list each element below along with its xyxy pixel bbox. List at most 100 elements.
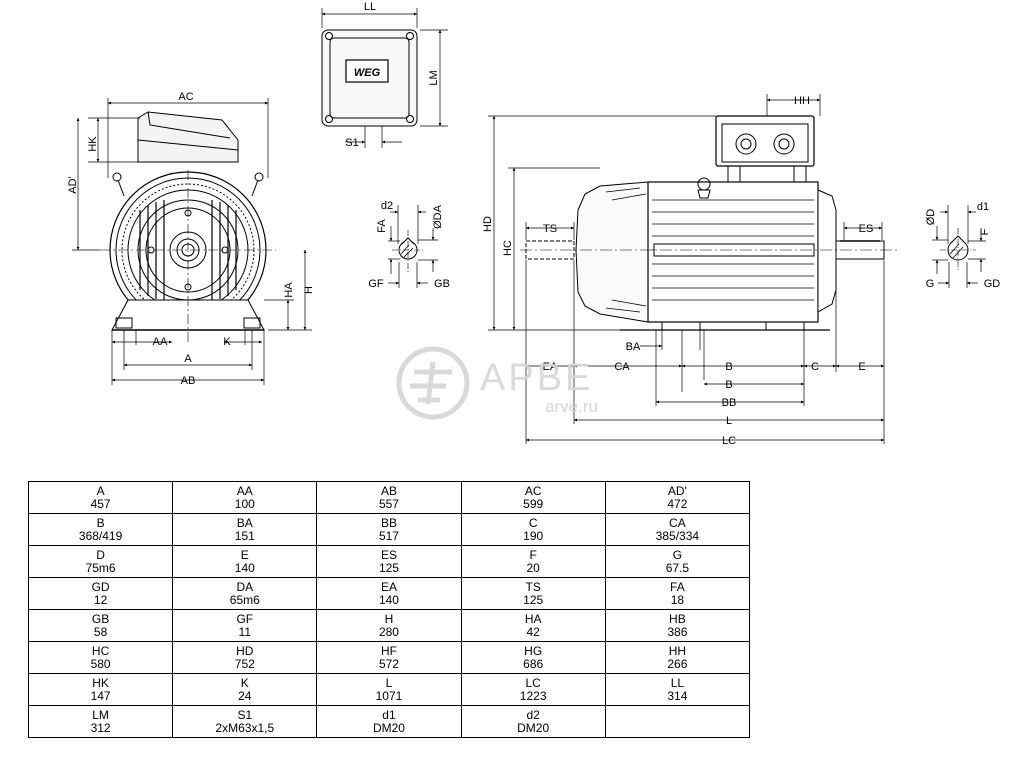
dimension-value: 312 [90, 720, 111, 735]
dimension-value: 67.5 [665, 560, 690, 575]
watermark-text: АРВЕ [480, 357, 593, 399]
dimension-label: LL [670, 675, 685, 690]
svg-text:BA: BA [626, 341, 641, 353]
shaft-detail-da-labels: d2 FA ØDA GF GB [368, 200, 450, 290]
front-view-dimensions [72, 98, 312, 385]
terminal-box-labels: LL LM S1 [345, 1, 440, 149]
weg-logo-text: WEG [354, 67, 381, 79]
dimension-value: 557 [378, 496, 399, 511]
dimension-value: 457 [90, 496, 111, 511]
svg-text:LC: LC [722, 435, 736, 447]
svg-text:CA: CA [614, 361, 630, 373]
svg-text:E: E [858, 361, 865, 373]
dimension-value: 125 [523, 592, 544, 607]
dimension-label: E [240, 547, 249, 562]
svg-text:EA: EA [543, 361, 558, 373]
dimension-value: 385/334 [655, 528, 700, 543]
dimension-label: G [672, 547, 683, 562]
dimension-value: 368/419 [78, 528, 123, 543]
dimension-label: S1 [237, 707, 253, 722]
dimension-value: 20 [526, 560, 540, 575]
svg-text:HK: HK [87, 136, 99, 152]
dimension-value: 125 [378, 560, 399, 575]
dimension-label: BB [380, 515, 397, 530]
svg-text:HA: HA [283, 282, 295, 298]
svg-text:ES: ES [859, 223, 874, 235]
svg-text:L: L [726, 415, 732, 427]
dimension-label: d1 [382, 707, 396, 722]
dimension-label: L [385, 675, 393, 690]
dimension-label: AC [524, 483, 542, 498]
svg-text:ØD: ØD [925, 209, 937, 226]
svg-text:B: B [725, 361, 732, 373]
front-view [100, 111, 276, 345]
dimension-value: 686 [523, 656, 544, 671]
dimension-value: 24 [238, 688, 252, 703]
dimension-label: FA [670, 579, 685, 594]
dimension-label: AD' [667, 483, 687, 498]
svg-text:HD: HD [482, 216, 494, 232]
dimension-label: HG [524, 643, 543, 658]
dimension-label: HD [236, 643, 254, 658]
svg-text:LM: LM [428, 70, 440, 85]
svg-text:GF: GF [368, 278, 384, 290]
dimension-value: 752 [234, 656, 255, 671]
svg-text:AD': AD' [67, 176, 79, 193]
dimension-label: d2 [526, 707, 540, 722]
dimension-label: DA [236, 579, 254, 594]
dimension-value: 280 [378, 624, 399, 639]
svg-text:C: C [811, 361, 819, 373]
dimension-value: 386 [667, 624, 688, 639]
svg-text:d1: d1 [977, 201, 989, 213]
dimension-value: 1071 [375, 688, 403, 703]
table-cell: AD'472 [604, 481, 751, 514]
svg-text:HH: HH [794, 95, 810, 107]
svg-text:TS: TS [543, 223, 557, 235]
dimension-label: HB [669, 611, 686, 626]
svg-text:AA: AA [153, 336, 168, 348]
svg-text:GD: GD [984, 278, 1001, 290]
dimension-label: GD [91, 579, 110, 594]
svg-text:BB: BB [722, 397, 737, 409]
dimension-label: TS [525, 579, 541, 594]
side-view-dimensions [488, 94, 885, 444]
dimension-label: GF [236, 611, 254, 626]
weg-logo [345, 59, 389, 83]
dimension-value: 12 [93, 592, 108, 607]
side-view-labels: HH HD HC TS ES BA EA CA B B C E BB L LC [482, 95, 873, 447]
dimension-value: 2xM63x1,5 [215, 720, 275, 735]
dimension-value: 314 [667, 688, 688, 703]
shaft-detail-d [932, 205, 986, 288]
dimension-value: 580 [90, 656, 111, 671]
watermark: АРВЕ arve.ru [396, 346, 598, 420]
svg-text:H: H [303, 286, 315, 294]
technical-drawing: AC HK AD' HA H AA K A AB WEG LL LM S1 [67, 1, 1001, 447]
dimension-label: GB [91, 611, 110, 626]
dimension-value: 140 [234, 560, 255, 575]
svg-text:d2: d2 [381, 200, 393, 212]
dimension-label: K [240, 675, 249, 690]
dimension-label: F [529, 547, 537, 562]
